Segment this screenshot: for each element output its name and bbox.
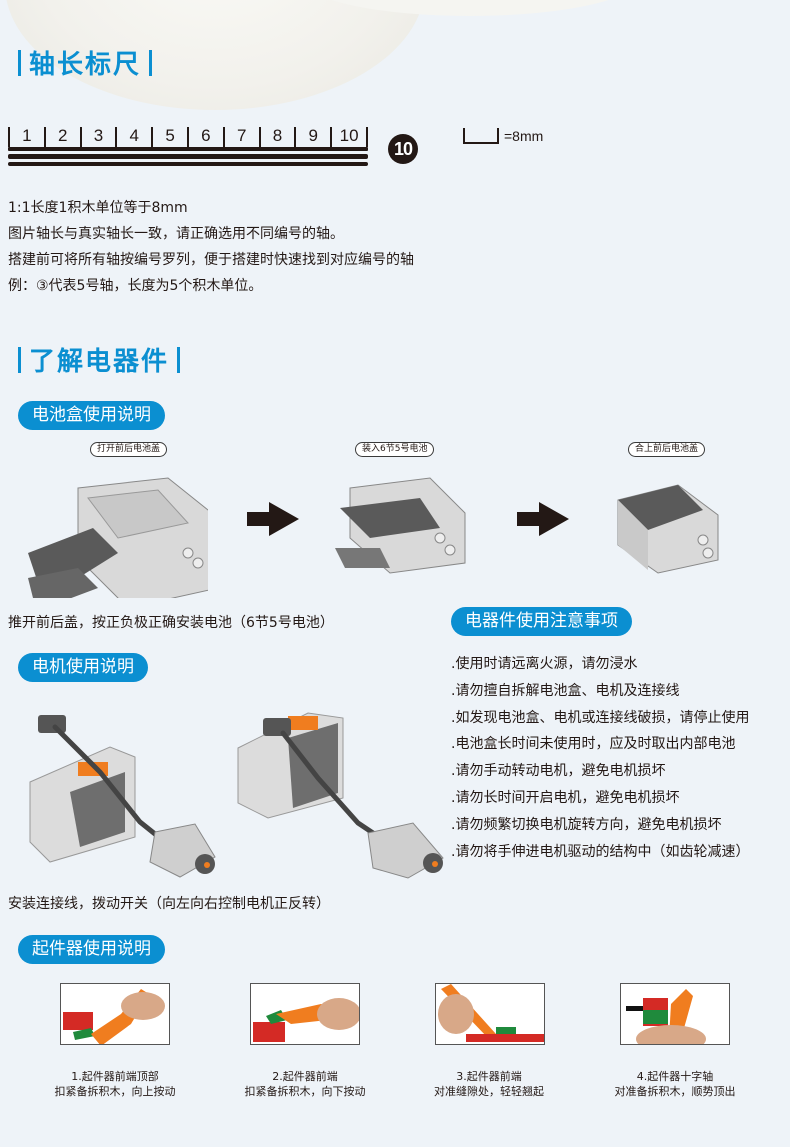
motor-caption: 安装连接线，拨动开关（向左向右控制电机正反转） — [8, 896, 330, 912]
separator-pill: 起件器使用说明 — [18, 935, 165, 964]
precaution-item: .使用时请远离火源，请勿浸水 — [451, 656, 638, 672]
title-bar-right — [149, 49, 153, 76]
precaution-item: .请勿将手伸进电机驱动的结构中（如齿轮减速） — [451, 843, 750, 860]
step-caption-line: 4.起件器十字轴 — [636, 1070, 714, 1083]
precaution-item: .请勿频繁切换电机旋转方向，避免电机损坏 — [451, 816, 722, 833]
step-tag: 合上前后电池盖 — [628, 442, 706, 457]
axis-description: 1:1长度1积木单位等于8mm 图片轴长与真实轴长一致，请正确选用不同编号的轴。… — [8, 195, 414, 299]
step-caption-line: 对准备拆积木，顺势顶出 — [614, 1085, 736, 1098]
ruler-tick: 1 — [8, 127, 44, 147]
section-title-electrical: 了解电器件 — [10, 341, 188, 378]
motor-battery-box-illustration — [29, 715, 216, 878]
axis-ruler: 1 2 3 4 5 6 7 8 9 10 — [8, 127, 368, 166]
ruler-tick: 10 — [330, 127, 368, 147]
ruler-line — [8, 147, 368, 151]
ruler-tick: 5 — [151, 127, 187, 147]
precautions-list: .使用时请远离火源，请勿浸水 .请勿擅自拆解电池盒、电机及连接线 .如发现电池盒… — [451, 651, 749, 865]
section-title-text: 了解电器件 — [29, 347, 170, 377]
motor-battery-box-illustration — [237, 712, 444, 879]
precaution-item: .请勿长时间开启电机，避免电机损坏 — [451, 789, 680, 806]
precaution-item: .请勿手动转动电机，避免电机损坏 — [451, 763, 666, 780]
ruler-tick: 9 — [294, 127, 330, 147]
axle-number-badge: 10 — [388, 134, 418, 164]
separator-step-caption: 4.起件器十字轴 对准备拆积木，顺势顶出 — [590, 1069, 760, 1099]
battery-box-caption: 推开前后盖，按正负极正确安装电池（6节5号电池） — [8, 615, 334, 631]
title-bar-left — [18, 49, 21, 76]
ruler-tick: 4 — [115, 127, 151, 147]
battery-box-loading-illustration — [335, 477, 466, 574]
section-title-axis-ruler: 轴长标尺 — [10, 44, 160, 81]
description-line: 搭建前可将所有轴按编号罗列，便于搭建时快速找到对应编号的轴 — [8, 252, 414, 268]
separator-step-4-photo — [620, 983, 730, 1045]
description-line: 1:1长度1积木单位等于8mm — [8, 200, 188, 216]
title-bar-right — [177, 346, 181, 373]
description-line: 例：③代表5号轴，长度为5个积木单位。 — [8, 278, 263, 294]
ruler-tick: 8 — [258, 127, 295, 147]
separator-step-3-photo — [435, 983, 545, 1045]
step-caption-line: 扣紧备拆积木，向下按动 — [244, 1085, 366, 1098]
step-caption-line: 3.起件器前端 — [456, 1070, 522, 1083]
battery-box-closed-illustration — [617, 484, 719, 574]
unit-label: =8mm — [504, 128, 544, 144]
ruler-tick: 3 — [79, 127, 116, 147]
section-title-text: 轴长标尺 — [29, 50, 142, 80]
separator-step-1-photo — [60, 983, 170, 1045]
title-bar-left — [18, 346, 21, 373]
arrow-right-icon — [517, 502, 569, 536]
separator-step-caption: 2.起件器前端 扣紧备拆积木，向下按动 — [220, 1069, 390, 1099]
description-line: 图片轴长与真实轴长一致，请正确选用不同编号的轴。 — [8, 226, 344, 242]
step-caption-line: 对准缝隙处，轻轻翘起 — [434, 1085, 544, 1098]
separator-step-2-photo — [250, 983, 360, 1045]
step-caption-line: 1.起件器前端顶部 — [71, 1070, 159, 1083]
arrow-right-icon — [247, 502, 299, 536]
step-tag: 打开前后电池盖 — [90, 442, 168, 457]
ruler-tick: 7 — [222, 127, 259, 147]
precaution-item: .请勿擅自拆解电池盒、电机及连接线 — [451, 682, 680, 699]
ruler-numbers: 1 2 3 4 5 6 7 8 9 10 — [8, 127, 368, 147]
step-caption-line: 2.起件器前端 — [272, 1070, 338, 1083]
battery-box-open-illustration — [28, 477, 208, 598]
motor-pill: 电机使用说明 — [18, 653, 148, 682]
ruler-tick: 2 — [43, 127, 80, 147]
axle-bar — [8, 154, 368, 159]
precaution-item: .电池盒长时间未使用时，应及时取出内部电池 — [451, 736, 736, 753]
axle-bar — [8, 162, 368, 166]
precaution-item: .如发现电池盒、电机或连接线破损，请停止使用 — [451, 709, 750, 726]
battery-box-pill: 电池盒使用说明 — [18, 401, 165, 430]
unit-bracket-icon — [463, 128, 499, 144]
ruler-tick: 6 — [186, 127, 223, 147]
separator-step-caption: 3.起件器前端 对准缝隙处，轻轻翘起 — [404, 1069, 574, 1099]
precautions-pill: 电器件使用注意事项 — [451, 607, 632, 636]
step-caption-line: 扣紧备拆积木，向上按动 — [54, 1085, 176, 1098]
step-tag: 装入6节5号电池 — [355, 442, 435, 457]
separator-step-caption: 1.起件器前端顶部 扣紧备拆积木，向上按动 — [30, 1069, 200, 1099]
